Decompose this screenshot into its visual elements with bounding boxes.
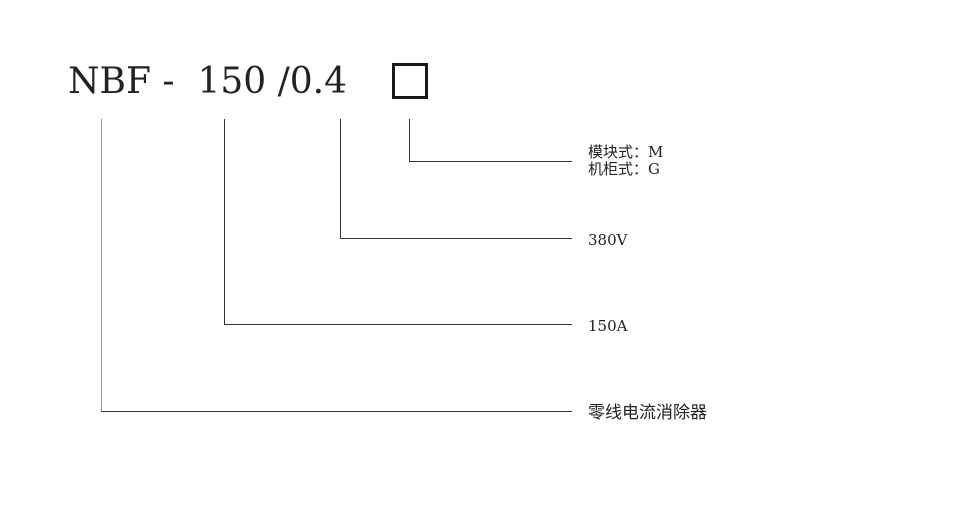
label-current: 150A (588, 317, 628, 335)
leader-voltage-horizontal (340, 238, 572, 239)
leader-current-horizontal (224, 324, 572, 325)
label-type-cabinet: 机柜式：G (588, 160, 660, 178)
type-placeholder-box (392, 63, 428, 99)
leader-type-horizontal (409, 161, 572, 162)
code-separator: - (162, 61, 175, 102)
label-voltage: 380V (588, 231, 628, 249)
leader-type-vertical (409, 119, 410, 161)
leader-voltage-vertical (340, 119, 341, 239)
code-voltage: /0.4 (277, 61, 348, 102)
model-code: NBF - 150 /0.4 (68, 62, 347, 102)
code-prefix: NBF (68, 61, 151, 102)
leader-current-vertical (224, 119, 225, 325)
label-product-name: 零线电流消除器 (588, 403, 707, 423)
leader-product-vertical (101, 119, 102, 412)
leader-product-horizontal (101, 411, 572, 412)
label-type-modular: 模块式：M (588, 143, 664, 161)
code-current: 150 (197, 61, 267, 102)
